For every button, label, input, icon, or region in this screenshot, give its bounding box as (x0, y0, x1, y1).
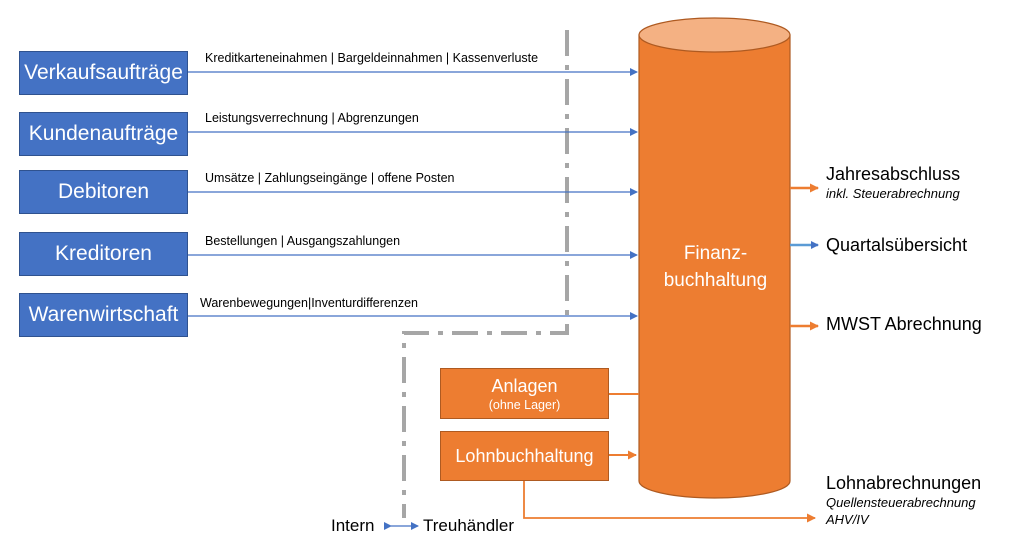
output-arrow-lohnabrechnungen (523, 481, 816, 523)
boundary-label-treuhaender: Treuhändler (423, 516, 515, 535)
source-box-kundenauftraege: Kundenaufträge (19, 112, 188, 156)
output-title: MWST Abrechnung (826, 314, 982, 334)
source-box-warenwirtschaft: Warenwirtschaft (19, 293, 188, 337)
output-quartalsuebersicht: Quartalsübersicht (826, 235, 967, 256)
boundary-line (402, 30, 569, 518)
source-box-verkaufsauftraege: Verkaufsaufträge (19, 51, 188, 95)
flow-label-warenwirtschaft: Warenbewegungen|Inventurdifferenzen (200, 296, 418, 310)
lohnbuchhaltung-label: Lohnbuchhaltung (455, 445, 594, 466)
output-subtitle: inkl. Steuerabrechnung (826, 186, 960, 201)
anlagen-label: Anlagen (491, 375, 558, 396)
source-box-kreditoren: Kreditoren (19, 232, 188, 276)
center-label-line2: buchhaltung (663, 270, 768, 291)
output-subtitle-2: AHV/IV (826, 512, 869, 527)
source-label: Kundenaufträge (28, 122, 179, 145)
flow-label-kundenauftraege: Leistungsverrechnung | Abgrenzungen (205, 111, 419, 125)
source-box-debitoren: Debitoren (19, 170, 188, 214)
output-subtitle: Quellensteuerabrechnung (826, 495, 976, 510)
output-lohnabrechnungen: Lohnabrechnungen Quellensteuerabrechnung… (826, 473, 981, 528)
output-title: Jahresabschluss (826, 164, 961, 184)
lohnbuchhaltung-box: Lohnbuchhaltung (440, 431, 609, 481)
flow-label-debitoren: Umsätze | Zahlungseingänge | offene Post… (205, 171, 455, 185)
output-title: Lohnabrechnungen (826, 473, 982, 493)
flow-label-kreditoren: Bestellungen | Ausgangszahlungen (205, 234, 401, 248)
source-label: Kreditoren (55, 242, 152, 265)
output-jahresabschluss: Jahresabschluss inkl. Steuerabrechnung (826, 164, 960, 202)
finanzbuchhaltung-cylinder (638, 17, 791, 499)
output-mwst: MWST Abrechnung (826, 314, 982, 335)
center-label-line1: Finanz- (683, 243, 748, 264)
boundary-label-intern: Intern (331, 516, 375, 535)
source-label: Warenwirtschaft (28, 303, 179, 326)
anlagen-box: Anlagen (ohne Lager) (440, 368, 609, 419)
flow-label-verkaufsauftraege: Kreditkarteneinahmen | Bargeldeinnahmen … (205, 51, 539, 65)
source-label: Debitoren (57, 180, 150, 203)
source-label: Verkaufsaufträge (24, 61, 183, 84)
output-title: Quartalsübersicht (826, 235, 968, 255)
anlagen-note: (ohne Lager) (488, 397, 561, 412)
center-label: Finanz- buchhaltung (641, 240, 790, 294)
